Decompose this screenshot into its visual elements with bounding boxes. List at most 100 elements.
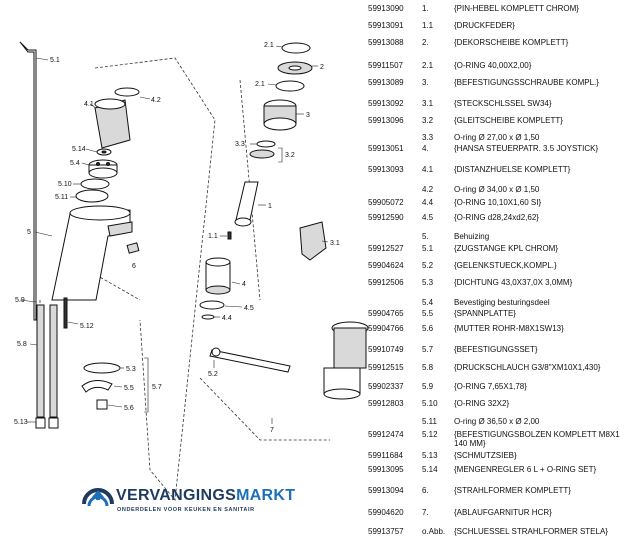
part-description: {O-RING d28,24xd2,62} [454,213,539,222]
part-number: 59912590 [368,213,404,222]
logo-name: VERVANGINGSMARKT [116,487,295,505]
part-position: 5.2 [422,261,434,270]
o-ring-3-3 [256,140,276,148]
label-2-1-top: 2.1 [264,42,274,49]
part-position: 5.10 [422,399,438,408]
label-4-2: 4.2 [151,97,161,104]
part-position: 4. [422,144,429,153]
part-number: 59913096 [368,116,404,125]
label-5-10: 5.10 [58,181,72,188]
part-position: 5.1 [422,244,434,253]
part-number: 59904624 [368,261,404,270]
label-3-2: 3.2 [285,152,295,159]
part-position: 5.5 [422,309,434,318]
part-number: 59902337 [368,382,404,391]
part-description: {O-RING 10,10X1,60 SI} [454,198,542,207]
label-5-4: 5.4 [70,160,80,167]
slide-disc-3-2 [249,149,275,159]
spring-1-1 [227,231,232,240]
part-description: {SCHMUTZSIEB} [454,451,517,460]
part-number: 59913089 [368,78,404,87]
part-position: 4.5 [422,213,434,222]
part-position: 5.14 [422,465,438,474]
part-position: 5. [422,232,429,241]
part-number: 59912803 [368,399,404,408]
label-4-4: 4.4 [222,315,232,322]
part-description: {O-RING 7,65X1,78} [454,382,527,391]
label-5-6: 5.6 [124,405,134,412]
part-position: 5.7 [422,345,434,354]
part-description: {O-RING 32X2} [454,399,510,408]
part-position: 3.3 [422,133,434,142]
o-ring-4-5 [199,300,225,310]
gasket-5-3 [83,362,121,374]
part-number: 59913757 [368,527,404,536]
part-description: Behuizing [454,232,490,241]
label-4-1: 4.1 [84,101,94,108]
part-description: {DISTANZHUELSE KOMPLETT} [454,165,571,174]
part-description: O-ring Ø 36,50 x Ø 2,00 [454,417,540,426]
aerator-part [126,242,140,254]
part-number: 59904620 [368,508,404,517]
part-description: {PIN-HEBEL KOMPLETT CHROM} [454,4,579,13]
part-number: 59913090 [368,4,404,13]
part-number: 59912515 [368,363,404,372]
part-number: 59913051 [368,144,404,153]
nut-5-6 [96,399,108,410]
part-number: 59911684 [368,451,403,460]
part-number: 59904766 [368,324,404,333]
part-position: 1. [422,4,429,13]
label-2-1-bottom: 2.1 [255,81,265,88]
part-description: {DRUCKFEDER} [454,21,515,30]
filter-cap-left [35,417,46,429]
spacer-sleeve-top [94,98,126,110]
socket-wrench-part [299,221,327,261]
part-description: O-ring Ø 34,00 x Ø 1,50 [454,185,540,194]
part-number: 59911507 [368,61,403,70]
part-description: {MUTTER ROHR-M8X1SW13} [454,324,564,333]
part-description: {ABLAUFGARNITUR HCR} [454,508,552,517]
part-position: 4.1 [422,165,434,174]
part-number: 59912506 [368,278,404,287]
part-number: 59913093 [368,165,404,174]
label-5-8: 5.8 [17,341,27,348]
part-description: {MENGENREGLER 6 L + O-RING SET} [454,465,597,474]
part-position: 3. [422,78,429,87]
part-description: {GELENKSTUECK,KOMPL.} [454,261,557,270]
label-5-11: 5.11 [55,194,68,201]
label-5-14: 5.14 [72,146,86,153]
part-description: {BEFESTIGUNGSBOLZEN KOMPLETT M8X1 140 MM… [454,430,620,448]
o-ring-4-2 [114,87,140,97]
label-1: 1 [268,203,272,210]
label-4: 4 [242,281,246,288]
part-number: 59913091 [368,21,404,30]
part-position: 4.4 [422,198,434,207]
part-description: Bevestiging besturingsdeel [454,298,550,307]
dashed-drain-outline [199,377,330,441]
part-number: 59912474 [368,430,404,439]
pull-rod-part [19,41,37,321]
part-description: {SPANNPLATTE} [454,309,516,318]
part-description: {DEKORSCHEIBE KOMPLETT} [454,38,569,47]
label-2: 2 [320,64,324,71]
parts-list: 59913090 1. {PIN-HEBEL KOMPLETT CHROM} 5991… [368,0,633,550]
o-ring-4-4 [201,314,215,320]
part-description: {O-RING 40,00X2,00} [454,61,532,70]
o-ring-5-11 [75,189,109,203]
part-number: 59913092 [368,99,404,108]
logo-mark-icon [82,488,114,507]
part-position: 5.13 [422,451,438,460]
part-description: {STECKSCHLSSEL SW34} [454,99,552,108]
label-5-9: 5.9 [15,297,25,304]
part-number: 59912527 [368,244,404,253]
o-ring-2-1-bottom [275,80,305,92]
label-3-3: 3.3 [235,141,245,148]
label-5: 5 [27,229,31,236]
faucet-body-part [51,209,131,301]
part-description: {BEFESTIGUNGSSET} [454,345,538,354]
part-position: 5.11 [422,417,437,426]
exploded-parts-diagram: 5.1 4.1 4.2 5.14 5.4 5.10 5.11 5 6 5.9 5… [14,41,369,501]
part-description: {BEFESTIGUNGSSCHRAUBE KOMPL.} [454,78,599,87]
part-position: 2. [422,38,429,47]
part-position: 2.1 [422,61,434,70]
